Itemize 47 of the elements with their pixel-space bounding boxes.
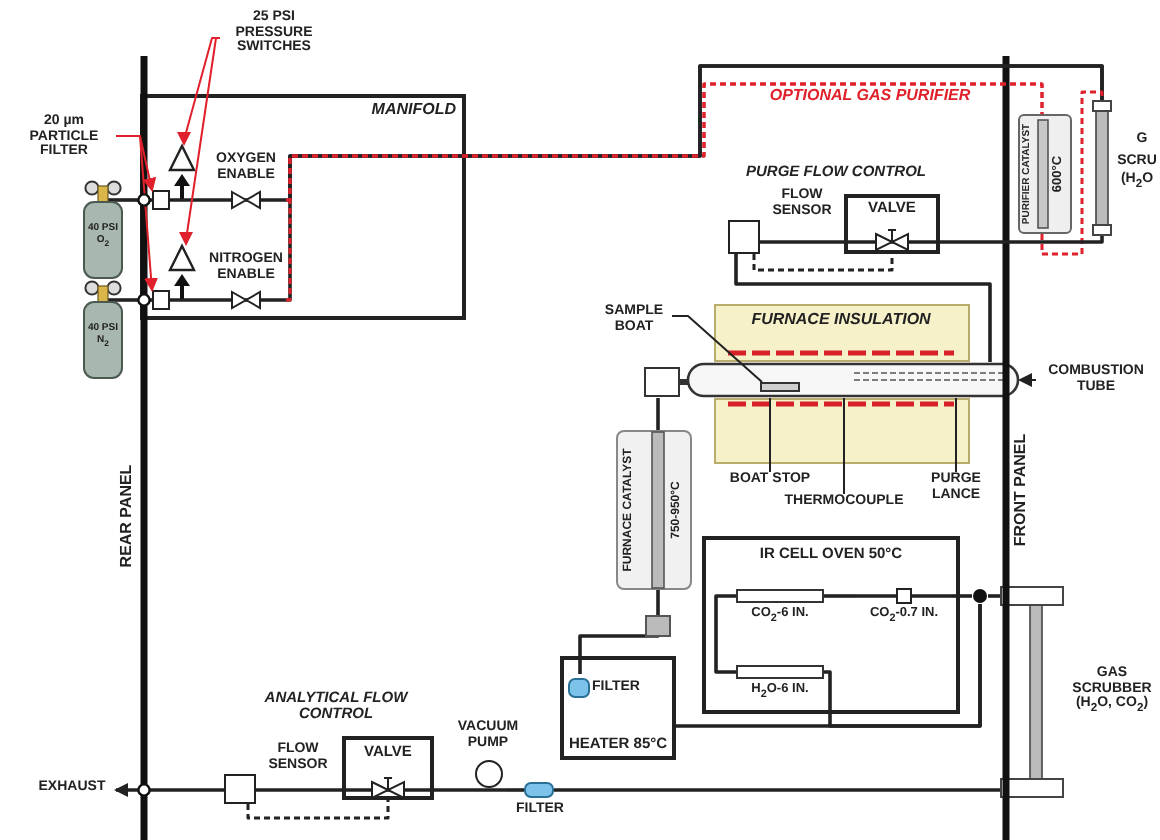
gas-line (714, 594, 736, 674)
particle-filter (152, 190, 170, 210)
box-heading: FURNACE INSULATION (749, 311, 933, 329)
gas-line (114, 783, 224, 797)
sample-boat (760, 382, 800, 392)
gas-line (1040, 90, 1104, 256)
leader-line (179, 37, 221, 246)
manifold-box (140, 94, 466, 320)
purifier-catalyst (1018, 114, 1072, 234)
heater-box (560, 656, 676, 760)
box-heading: MANIFOLD (369, 102, 456, 120)
gas-line (656, 398, 660, 430)
gas-line (578, 590, 660, 674)
signal-line (246, 800, 390, 820)
leader-line (843, 397, 845, 495)
signal-line (752, 254, 894, 272)
flow-sensor (728, 220, 760, 254)
gas-line (824, 604, 982, 728)
gas-line (734, 254, 992, 362)
gas-line (760, 240, 844, 244)
gas-line (170, 198, 206, 202)
gas-line (256, 788, 342, 792)
gas-line (952, 594, 972, 598)
insulation-band (714, 398, 970, 464)
leader-line (671, 315, 763, 383)
leader-line (1018, 373, 1037, 387)
particle-filter (152, 290, 170, 310)
gas-line (554, 788, 1000, 792)
gas-line (940, 236, 1104, 244)
flow-sensor (224, 774, 256, 804)
panel-label: FRONT PANEL (1013, 433, 1031, 547)
furnace-insulation (714, 304, 970, 362)
furnace-catalyst (616, 430, 692, 590)
oven-box (702, 536, 960, 714)
gas-line (506, 788, 524, 792)
leader-line (955, 397, 957, 473)
gas-line (988, 594, 1000, 598)
valve-box (342, 736, 434, 800)
leader-line (177, 37, 221, 146)
panel-label: REAR PANEL (119, 464, 137, 568)
gas-line (170, 298, 206, 302)
gas-line (434, 788, 472, 792)
valve-box (844, 194, 940, 254)
gas-line (126, 298, 152, 302)
gas-line (824, 594, 856, 598)
leader-line (769, 397, 771, 473)
gas-line (126, 198, 152, 202)
